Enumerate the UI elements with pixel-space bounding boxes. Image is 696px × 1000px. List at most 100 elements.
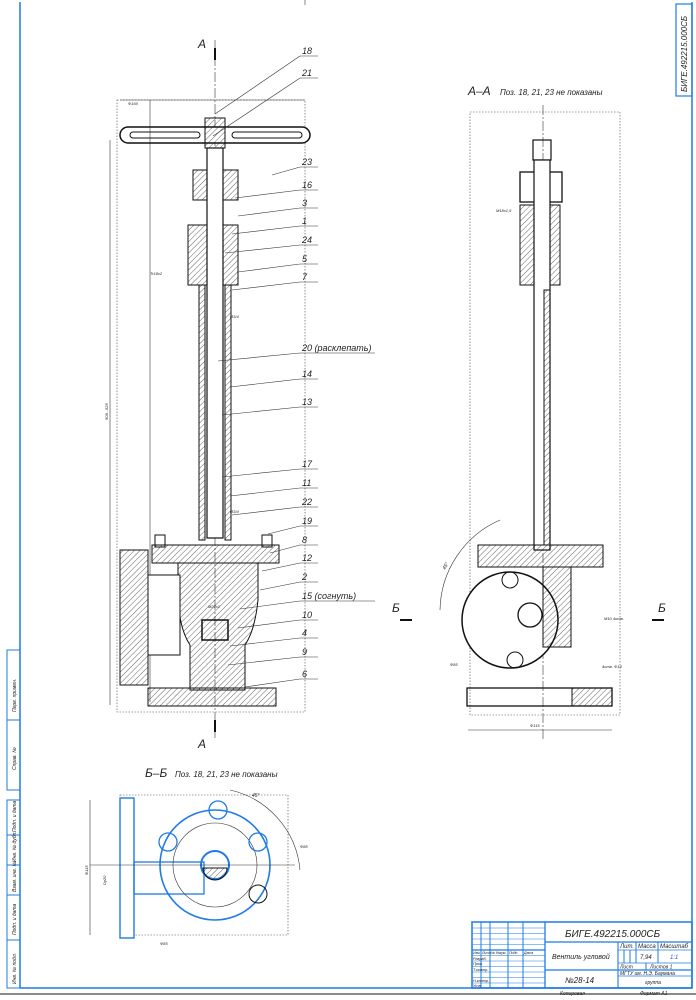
section-bb-title: Б–Б (145, 766, 167, 780)
bb-dim-115: Ф115 (84, 865, 89, 875)
position-number: 8 (302, 535, 307, 545)
callout-leader (229, 637, 301, 647)
title-block-header: Дата (523, 951, 533, 955)
position-number: 11 (302, 478, 311, 488)
callout-leader (239, 600, 301, 610)
position-number: 17 (302, 459, 313, 469)
position-number: 14 (302, 369, 312, 379)
aa-dim-115: Ф115 (530, 723, 540, 728)
position-number: 24 (301, 235, 312, 245)
title-name: Вентиль угловой (552, 953, 610, 961)
copied-label: Копировал (560, 991, 585, 997)
callout-leader (261, 562, 301, 572)
position-number: 16 (302, 180, 312, 190)
position-number: 15 (согнуть) (302, 591, 356, 601)
aa-dim-85: Ф85 (450, 662, 458, 667)
title-block-role: Н.контр. (473, 979, 489, 983)
callout-leader (231, 281, 301, 291)
strip-first-use: Перв. примен. (12, 679, 18, 712)
callout-leader (227, 656, 301, 666)
position-number: 4 (302, 628, 307, 638)
position-number: 1 (302, 216, 307, 226)
callout-leader (234, 189, 301, 199)
handwheel (119, 117, 311, 149)
callout-leader (237, 619, 301, 629)
mass-value: 7,94 (640, 955, 652, 961)
strip-orig-inv: Инв. № подл. (12, 953, 18, 984)
org-line-2: группа (645, 980, 661, 986)
strip-dup-inv: Инв. № дубл. (12, 831, 18, 862)
title-code: БИГЕ.492215.000СБ (565, 929, 661, 940)
code-stamp: БИГЕ.492215.000СБ (675, 3, 693, 97)
dim-hole-2: Ø3/4 (229, 509, 239, 514)
callout-leader (259, 581, 301, 591)
title-block-header: № докум. (491, 951, 506, 955)
stamp-code: БИГЕ.492215.000СБ (680, 16, 689, 92)
callout-leader (244, 678, 301, 688)
mass-label: Масса (638, 944, 656, 950)
callout-leader (229, 378, 301, 388)
position-number: 20 (расклепать) (301, 343, 372, 353)
title-block-role: Пров. (473, 962, 483, 966)
dim-m-thread: M27x1 (208, 604, 220, 609)
stem (206, 147, 224, 539)
callout-leader (271, 166, 301, 176)
section-aa-note: Поз. 18, 21, 23 не показаны (500, 88, 603, 97)
title-block-role: Т.контр. (473, 968, 488, 972)
section-bb-note: Поз. 18, 21, 23 не показаны (175, 770, 278, 779)
position-number: 21 (301, 68, 312, 78)
bb-dim-dn: Dу20 (102, 875, 107, 885)
valve-body (177, 562, 259, 691)
bb-dim-85: Ф85 (160, 941, 168, 946)
section-aa-title: А–А (467, 84, 491, 98)
strip-sign-date: Подп. и дата (12, 800, 18, 832)
aa-dim-m10: M10 4отв. (604, 616, 624, 621)
callout-leader (214, 55, 301, 115)
section-bb-view: Б–Б Поз. 18, 21, 23 не показаны Ф115 Dу2… (84, 766, 308, 946)
position-number: 22 (301, 497, 312, 507)
callout-leader (231, 506, 301, 516)
inlet-flange (119, 549, 149, 686)
callout-leader (221, 468, 301, 478)
position-number: 23 (301, 157, 312, 167)
bb-dim-88: Ф88 (300, 844, 308, 849)
strip-sign-date-2: Подп. и дата (12, 903, 18, 935)
position-number: 3 (302, 198, 307, 208)
section-aa-view: А–А Поз. 18, 21, 23 не показаны M18x1,5 … (392, 84, 666, 740)
bb-dim-angle: 45° (252, 793, 260, 799)
dim-handwheel: Ф160 (128, 101, 139, 106)
title-block-role: Утв. (473, 984, 482, 988)
callout-leader (231, 225, 301, 235)
main-view: А А Ф160 509...525 Tr18x2 Ø3/4 Ø3/4 M27x… (104, 37, 311, 751)
callout-leader (267, 525, 301, 535)
callout-leader (237, 207, 301, 217)
position-number: 19 (302, 516, 312, 526)
scale-value: 1:1 (670, 955, 678, 961)
strip-ref-no: Справ. № (12, 747, 18, 770)
format-label: Формат А1 (640, 991, 668, 997)
org-line-1: МГТУ им. Н.Э. Баумана (620, 971, 675, 977)
lit-label: Лит. (619, 944, 634, 950)
callout-leader (212, 77, 301, 137)
section-mark-a-bottom: А (197, 737, 206, 751)
title-block-role: Разраб. (473, 957, 487, 961)
position-number: 9 (302, 647, 307, 657)
aa-dim-angle: 45° (442, 561, 451, 571)
callout-leader (224, 244, 301, 254)
section-mark-a-top: А (197, 37, 206, 51)
position-number: 10 (302, 610, 312, 620)
aa-dim-holes: 4отв. Ф14 (602, 664, 622, 669)
aa-dim-thread: M18x1,5 (496, 208, 512, 213)
callout-leader (217, 352, 301, 362)
position-number: 12 (302, 553, 312, 563)
title-block-header: Изм. (473, 951, 480, 955)
callout-leader (237, 263, 301, 273)
callout-leader (269, 544, 301, 554)
sheet-label: Лист (619, 965, 633, 971)
callout-leader (221, 406, 301, 416)
